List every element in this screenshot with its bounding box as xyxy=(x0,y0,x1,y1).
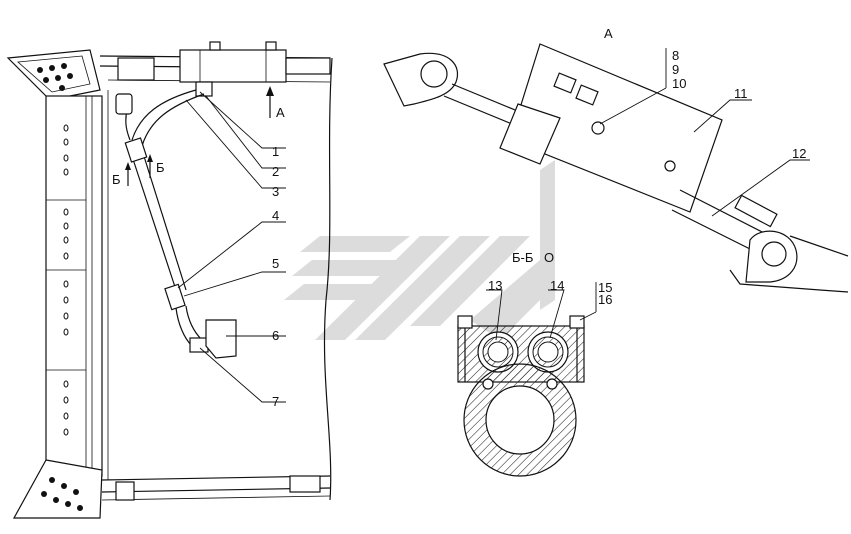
main-pipe-bore xyxy=(485,385,555,455)
callout-4: 4 xyxy=(272,208,279,223)
top-cylinder xyxy=(117,41,331,97)
callout-13: 13 xyxy=(488,278,502,293)
view-a-rod-clamp xyxy=(734,194,778,228)
tube-right-bore xyxy=(537,341,559,363)
callout-11: 11 xyxy=(734,86,748,101)
right-pin xyxy=(761,241,787,267)
watermark-logo-icon xyxy=(284,160,555,340)
hose-end-fitting xyxy=(189,337,209,353)
weld-right xyxy=(546,378,558,390)
left-callouts: 1 2 3 4 5 6 7 xyxy=(177,91,286,409)
bottom-rail-clamp xyxy=(289,475,321,493)
section-bb-assembly xyxy=(457,315,585,477)
hydraulic-hoses xyxy=(115,89,237,359)
callout-2: 2 xyxy=(272,164,279,179)
rotation-symbol: O xyxy=(544,250,554,265)
callout-8: 8 xyxy=(672,48,679,63)
hose-coupling-top xyxy=(115,93,133,115)
cylinder-port-a xyxy=(209,41,221,51)
callout-12: 12 xyxy=(792,146,806,161)
callout-9: 9 xyxy=(672,62,679,77)
callout-7: 7 xyxy=(272,394,279,409)
bottom-left-bracket xyxy=(12,459,103,519)
lower-bracket-plate xyxy=(205,319,237,359)
bottom-bracket-holes xyxy=(41,477,83,511)
weld-left xyxy=(482,378,494,390)
left-pin xyxy=(420,60,448,88)
vertical-beam xyxy=(45,95,103,477)
section-title: Б-Б xyxy=(512,250,533,265)
arrow-a-label: А xyxy=(276,105,285,120)
bolt-head-right xyxy=(569,315,585,329)
section-bb-callouts: 13 14 15 16 xyxy=(486,278,612,341)
callout-16: 16 xyxy=(598,292,612,307)
beam-holes xyxy=(63,124,69,436)
hose-clamp-upper xyxy=(124,137,148,163)
callout-1: 1 xyxy=(272,144,279,159)
view-a-clamp-block xyxy=(499,103,561,165)
view-a-fitting-a xyxy=(553,72,577,94)
view-a-arrow: А xyxy=(266,86,285,120)
tube-left-bore xyxy=(487,341,509,363)
bolt-head-left xyxy=(457,315,473,329)
callout-6: 6 xyxy=(272,328,279,343)
callout-14: 14 xyxy=(550,278,564,293)
view-a-bolt xyxy=(664,160,676,172)
view-a-port-circle xyxy=(591,121,605,135)
view-a-fitting-b xyxy=(575,84,599,106)
cylinder-body xyxy=(179,49,287,83)
bottom-rail-fitting xyxy=(115,481,135,501)
hose-clamp-lower xyxy=(164,283,186,311)
callout-3: 3 xyxy=(272,184,279,199)
view-a-callouts: 8 9 10 11 12 xyxy=(599,48,810,217)
callout-10: 10 xyxy=(672,76,686,91)
cylinder-mount xyxy=(117,57,155,81)
section-b-left-label: Б xyxy=(112,172,121,187)
view-a-title: А xyxy=(604,26,613,41)
left-frame-assembly xyxy=(6,49,333,519)
top-left-bracket xyxy=(6,49,101,101)
left-lug xyxy=(383,52,458,107)
section-b-right-label: Б xyxy=(156,160,165,175)
right-lug xyxy=(745,230,798,283)
bracket-holes xyxy=(37,63,73,91)
section-b-arrows: Б Б xyxy=(112,154,165,187)
callout-5: 5 xyxy=(272,256,279,271)
cylinder-port-b xyxy=(265,41,277,51)
callout-15: 15 xyxy=(598,280,612,295)
cylinder-rod-end xyxy=(285,57,331,75)
view-a-assembly xyxy=(383,43,849,293)
cylinder-fitting xyxy=(195,81,213,97)
